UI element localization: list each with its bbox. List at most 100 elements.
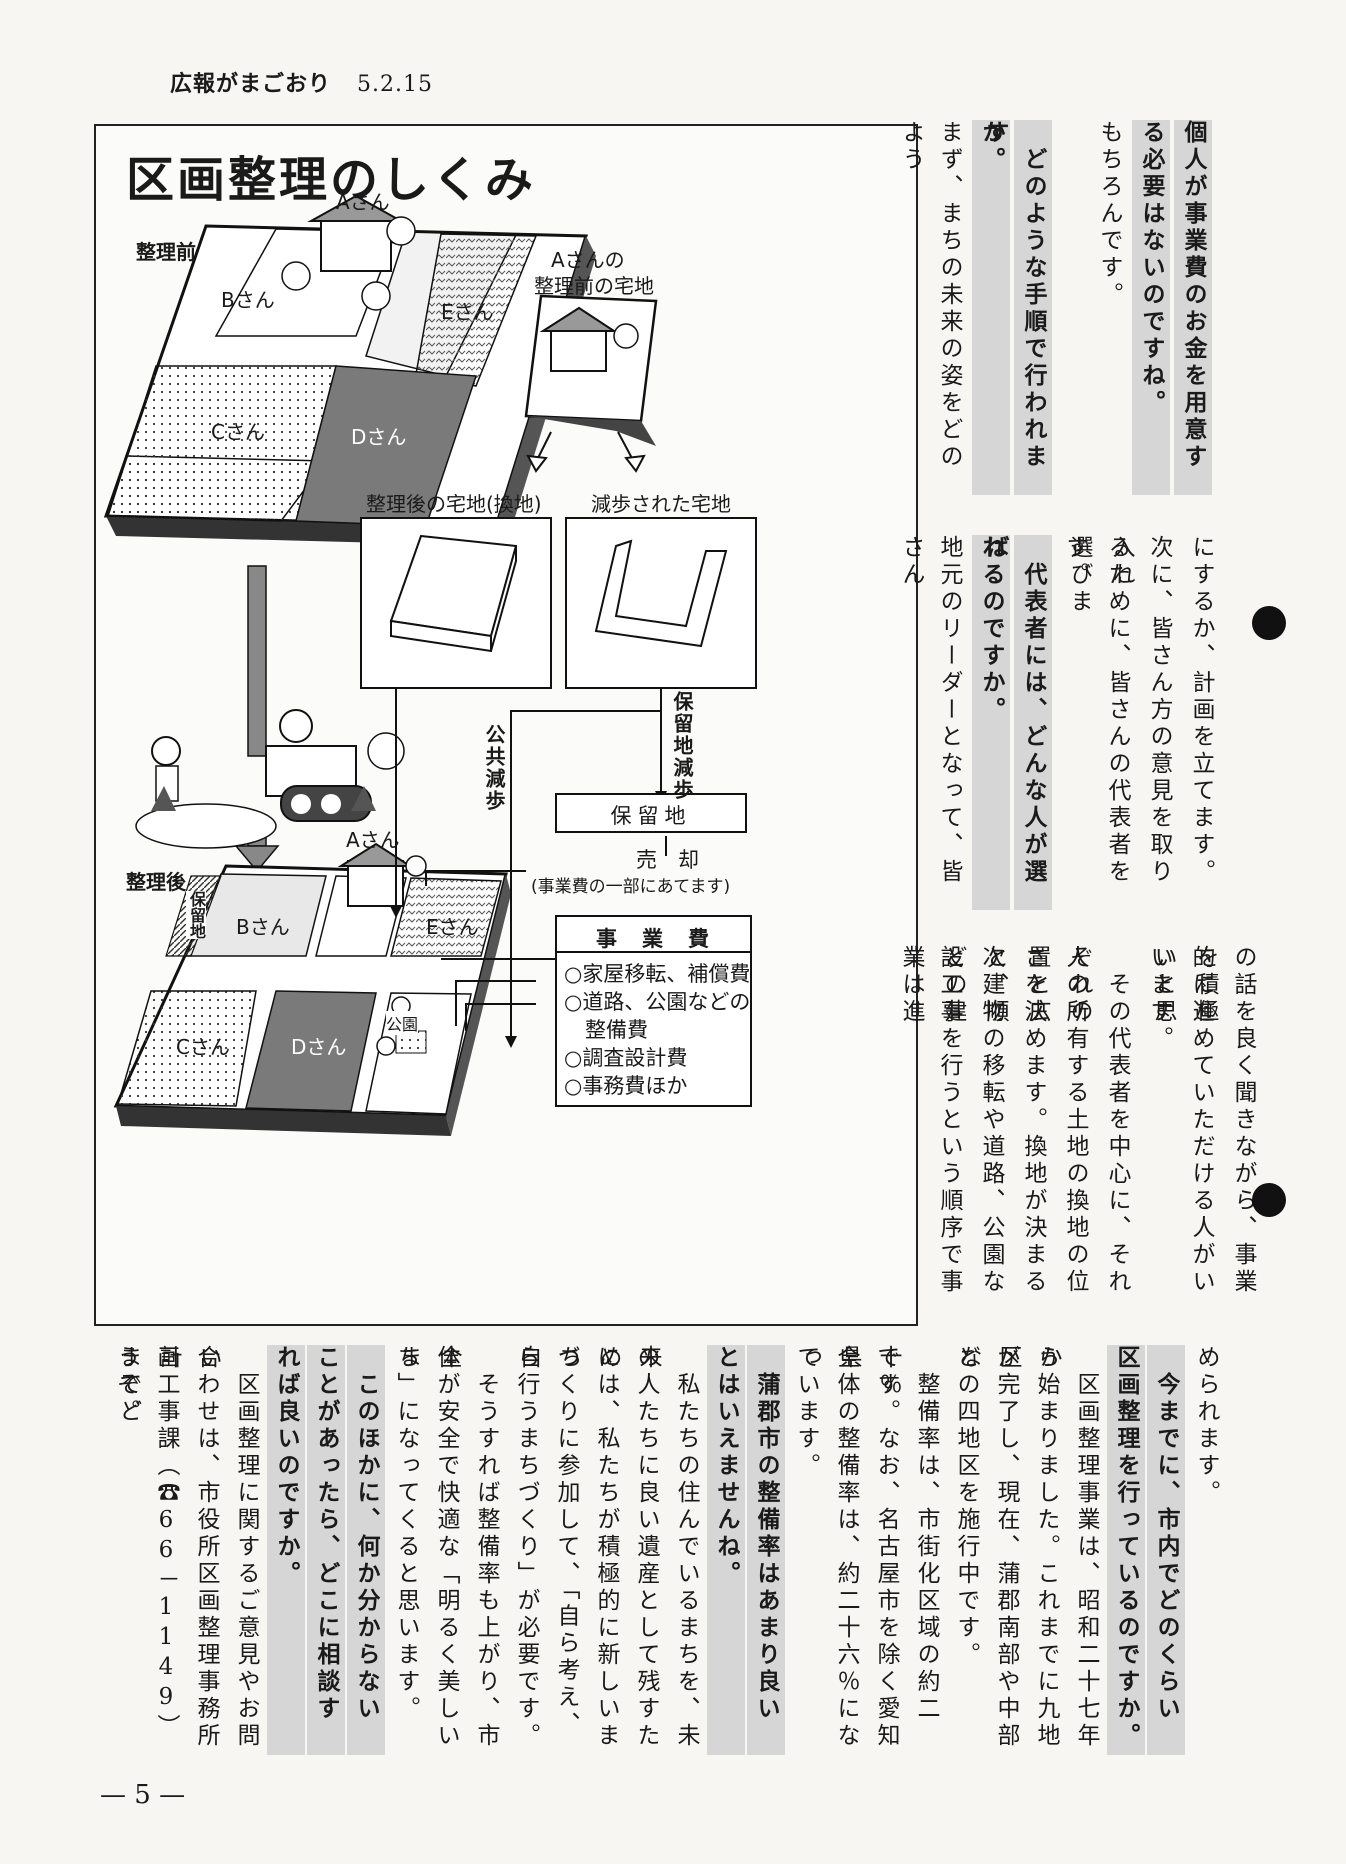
answer-line: るために、皆さんの代表者を選びま	[1066, 535, 1130, 886]
answer-line: ています。	[793, 1345, 819, 1480]
answer-line: 次建物の移転や道路、公園などの建	[940, 945, 1004, 1296]
question-line: 代表者には、どんな人が選ば	[982, 535, 1052, 910]
answer-line: 区画整理事業は、昭和二十七年か	[1035, 1345, 1099, 1750]
question-line: 蒲郡市の整備率はあまり良い	[747, 1345, 785, 1755]
question-line: 個人が事業費のお金を用意す	[1174, 120, 1212, 495]
sale-note: (事業費の一部にあてます)	[531, 877, 731, 897]
answer-line: にするか、計画を立てます。	[1188, 535, 1214, 886]
owner-d-label: Dさん	[351, 425, 407, 449]
answer-line: 人の所有する土地の換地の位置と広	[1024, 945, 1088, 1296]
binding-hole	[1252, 606, 1286, 640]
cost-item: ○調査設計費	[564, 1046, 688, 1070]
answer-line: 次に、皆さん方の意見を取り入れ	[1108, 535, 1172, 886]
reserve-reduction-label: 保留地減歩	[670, 691, 694, 801]
answer-line: の人たちに良い遺産として残すため	[595, 1345, 659, 1750]
binding-hole	[1252, 1183, 1286, 1217]
answer-line: います。	[1146, 945, 1172, 1053]
answer-line: です。なお、名古屋市を除く愛知県	[835, 1345, 899, 1750]
right-text-mid: にするか、計画を立てます。 次に、皆さん方の意見を取り入れ るために、皆さんの代…	[898, 535, 1220, 920]
owner-e-after-label: Eさん	[426, 915, 479, 939]
answer-line: ら行うまちづくり」が必要です。	[513, 1345, 539, 1750]
question-line: ことがあったら、どこに相談す	[307, 1345, 345, 1755]
cost-item: ○道路、公園などの	[564, 990, 751, 1014]
page-number: — 5 —	[100, 1780, 186, 1810]
answer-line: 的に進めていただける人がいいと思	[1150, 945, 1214, 1296]
answer-line: づくりに参加して、「自ら考え、自	[515, 1345, 579, 1739]
publication-title: 広報がまごおり	[170, 72, 332, 97]
answer-line: 設工事を行うという順序で事業は進	[898, 945, 962, 1296]
question-line: 今までに、市内でどのくらい	[1147, 1345, 1185, 1755]
answer-line: には、私たちが積極的に新しいまち	[555, 1345, 619, 1750]
reduced-lot-block	[594, 539, 728, 648]
bulldozer-illustration	[135, 709, 405, 849]
cost-title: 事 業 費	[596, 927, 711, 951]
owner-b-label: Bさん	[221, 288, 275, 312]
answer-line: められます。	[1193, 1345, 1219, 1507]
after-parcel	[113, 842, 511, 1136]
answer-line: その代表者を中心に、それぞれの	[1066, 945, 1130, 1296]
after-label: 整理後	[126, 870, 186, 894]
reserve-land-box	[555, 793, 747, 833]
answer-line: ち」になってくると思います。	[393, 1345, 419, 1723]
question-line: る必要はないのですね。	[1132, 120, 1170, 495]
after-lot-label: 整理後の宅地(換地)	[366, 492, 542, 516]
public-reduction-label: 公共減歩	[482, 724, 506, 812]
a-before-title-2: 整理前の宅地	[534, 274, 654, 298]
answer-line: 全体の整備率は、約二十六％になっ	[795, 1345, 859, 1750]
sale-label: 売 却	[636, 848, 699, 872]
answer-line: うぞ。	[113, 1345, 139, 1426]
a-before-lot	[524, 294, 658, 446]
after-lot-block	[389, 534, 518, 653]
answer-line: そうすれば整備率も上がり、市全	[435, 1345, 499, 1750]
question-line: れば良いのですか。	[267, 1345, 305, 1755]
right-text-top: 個人が事業費のお金を用意す る必要はないのですね。 もちろんです。 どのような手…	[898, 120, 1212, 505]
owner-b-after-label: Bさん	[236, 915, 290, 939]
question-line: れるのですか。	[972, 535, 1010, 910]
flow-arrow-head-icon	[234, 845, 280, 873]
answer-line: の話を良く聞きながら、事業を積極	[1192, 945, 1256, 1296]
answer-line: ら始まりました。これまでに九地区	[995, 1345, 1059, 1750]
cost-items: ○家屋移転、補償費 ○道路、公園などの 整備費 ○調査設計費 ○事務費ほか	[564, 960, 750, 1100]
before-label: 整理前	[136, 240, 196, 264]
answer-line: もちろんです。	[1096, 120, 1122, 309]
answer-line: す。	[1062, 535, 1088, 589]
park-tag: 公園	[386, 1011, 419, 1035]
reduced-lot-box	[565, 517, 757, 689]
answer-line: 画工事課（☎66－1149）までど	[115, 1345, 179, 1741]
right-text-low: の話を良く聞きながら、事業を積極 的に進めていただける人がいいと思 います。 そ…	[898, 945, 1262, 1330]
owner-a-after-label: Aさん	[346, 828, 400, 852]
owner-e-label: Eさん	[441, 300, 494, 324]
page-header: 広報がまごおり 5.2.15	[170, 66, 433, 98]
flow-lines	[395, 688, 667, 1036]
cost-item: ○事務費ほか	[564, 1074, 688, 1098]
answer-line: 私たちの住んでいるまちを、未来	[635, 1345, 699, 1750]
figure-box: 区画整理のしくみ	[94, 124, 918, 1326]
answer-line: 地元のリーダーとなって、皆さん	[898, 535, 962, 886]
publication-date: 5.2.15	[357, 72, 433, 97]
question-line: このほかに、何か分からない	[347, 1345, 385, 1755]
figure-title: 区画整理のしくみ	[126, 152, 536, 208]
cost-item: 整備費	[564, 1018, 648, 1042]
owner-d-after-label: Dさん	[291, 1035, 347, 1059]
reserve-land-label: 保留地	[610, 804, 692, 828]
owner-c-label: Cさん	[211, 420, 265, 444]
flow-arrow-shaft	[247, 565, 267, 757]
owner-a-label: Aさん	[336, 190, 390, 214]
answer-line: どの四地区を施行中です。	[953, 1345, 979, 1669]
figure-illustration	[103, 194, 757, 1136]
answer-line: 整備率は、市街化区域の約二十％	[875, 1345, 939, 1723]
cost-item: ○家屋移転、補償費	[564, 962, 751, 986]
answer-line: まず、まちの未来の姿をどのよう	[898, 120, 962, 471]
answer-line: 体が安全で快適な「明るく美しいま	[395, 1345, 459, 1750]
cost-box	[555, 915, 752, 1107]
question-line: とはいえませんね。	[707, 1345, 745, 1755]
answer-line: 合わせは、市役所区画整理事務所計	[155, 1345, 219, 1750]
question-line: どのような手順で行われます	[982, 120, 1052, 495]
bottom-text: められます。 今までに、市内でどのくらい 区画整理を行っているのですか。 区画整…	[95, 1345, 1225, 1765]
answer-line: さを決めます。換地が決まると、順	[982, 945, 1046, 1296]
answer-line: 区画整理に関するご意見やお問い	[195, 1345, 259, 1750]
question-line: か。	[972, 120, 1010, 495]
reduced-lot-label: 減歩された宅地	[591, 492, 731, 516]
reserve-tag: 保留地	[186, 891, 206, 939]
answer-line: が完了し、現在、蒲郡南部や中部な	[955, 1345, 1019, 1750]
